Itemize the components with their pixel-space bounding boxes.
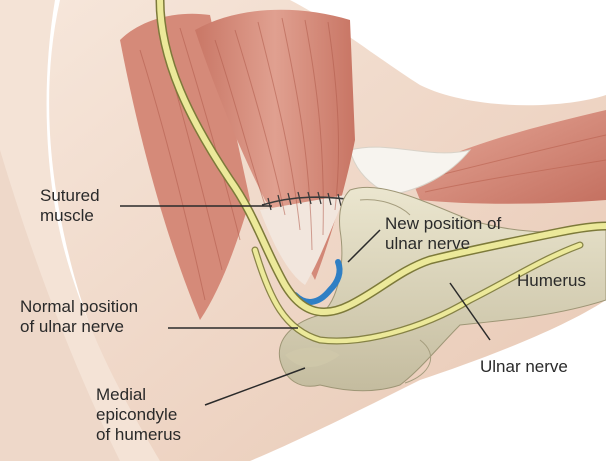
label-medial-epicondyle: Medial epicondyle of humerus bbox=[96, 385, 181, 445]
label-humerus: Humerus bbox=[517, 271, 586, 291]
label-sutured-muscle: Sutured muscle bbox=[40, 186, 100, 226]
label-ulnar-nerve: Ulnar nerve bbox=[480, 357, 568, 377]
label-new-position: New position of ulnar nerve bbox=[385, 214, 501, 254]
label-normal-position: Normal position of ulnar nerve bbox=[20, 297, 138, 337]
